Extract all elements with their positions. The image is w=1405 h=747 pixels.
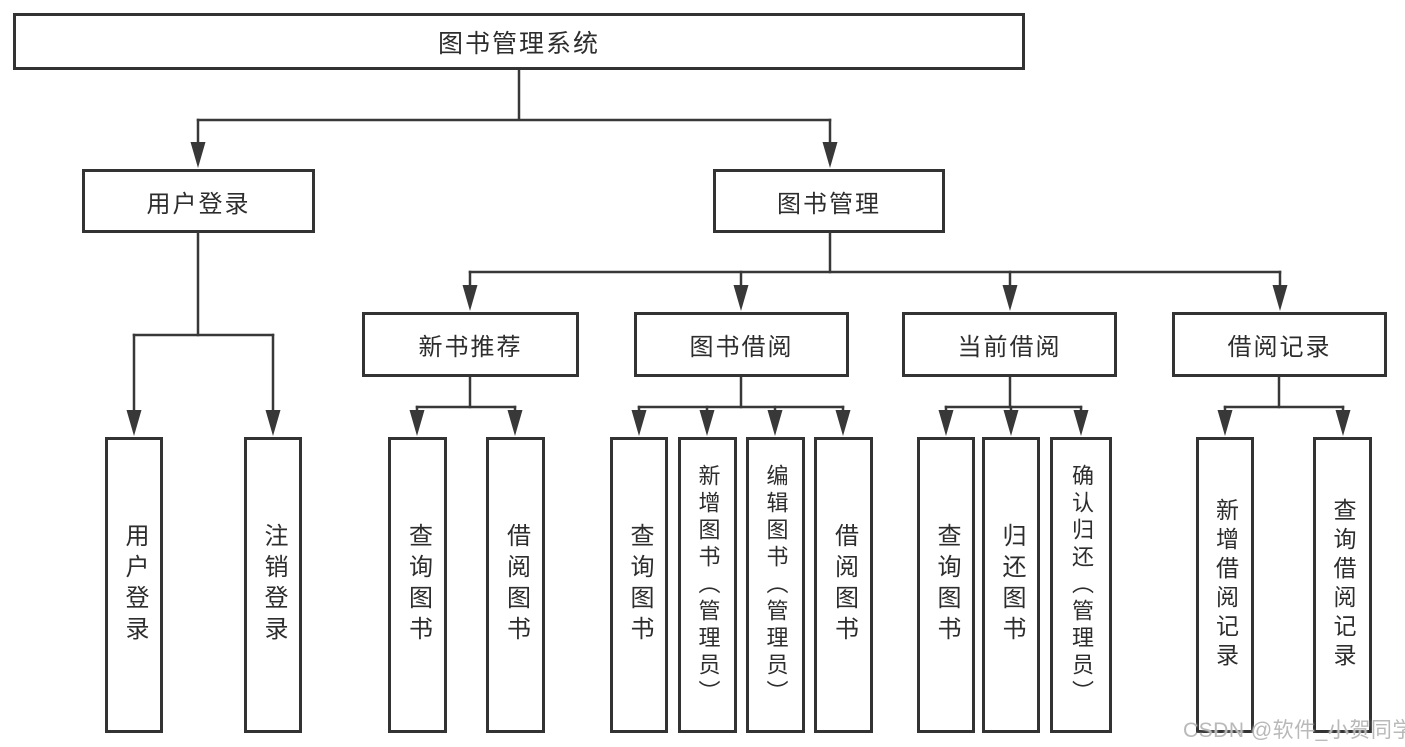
node-current-borrowing: 当前借阅: [902, 312, 1117, 377]
node-label: 查询图书: [933, 523, 960, 647]
node-label: 用户登录: [121, 523, 148, 647]
node-leaf-add-books-admin: 新增图书（管理员）: [678, 437, 737, 733]
node-leaf-return-books: 归还图书: [982, 437, 1040, 733]
node-leaf-confirm-return-admin: 确认归还（管理员）: [1050, 437, 1112, 733]
node-leaf-edit-books-admin: 编辑图书（管理员）: [746, 437, 805, 733]
node-label: 查询图书: [626, 523, 653, 647]
csdn-watermark: CSDN @软件_小贺同学: [1183, 719, 1405, 742]
node-label: 归还图书: [998, 523, 1025, 647]
node-leaf-query-books: 查询图书: [610, 437, 668, 733]
node-leaf-user-login: 用户登录: [105, 437, 163, 733]
node-label: 图书管理系统: [437, 29, 600, 58]
node-root: 图书管理系统: [13, 13, 1025, 70]
node-leaf-logout: 注销登录: [244, 437, 302, 733]
node-label: 注销登录: [260, 523, 287, 647]
node-user-login: 用户登录: [82, 169, 315, 233]
node-label: 查询图书: [404, 523, 432, 647]
node-label: 当前借阅: [957, 334, 1062, 361]
node-leaf-borrow-books: 借阅图书: [486, 437, 545, 733]
node-book-borrowing: 图书借阅: [634, 312, 849, 377]
node-label: 借阅图书: [830, 523, 858, 647]
node-leaf-query-books: 查询图书: [917, 437, 975, 733]
node-label: 借阅记录: [1227, 334, 1332, 361]
node-book-management: 图书管理: [713, 169, 945, 233]
node-leaf-add-borrow-record: 新增借阅记录: [1196, 437, 1254, 733]
node-label: 用户登录: [146, 190, 251, 218]
node-label: 新书推荐: [418, 334, 523, 361]
node-leaf-query-borrow-record: 查询借阅记录: [1313, 437, 1372, 733]
node-label: 新增借阅记录: [1212, 498, 1239, 672]
node-label: 图书管理: [777, 190, 881, 218]
node-new-book-recommend: 新书推荐: [362, 312, 579, 377]
node-label: 图书借阅: [689, 334, 794, 361]
node-leaf-borrow-books: 借阅图书: [814, 437, 873, 733]
node-label: 借阅图书: [502, 523, 530, 647]
node-borrowing-records: 借阅记录: [1172, 312, 1387, 377]
node-leaf-query-books: 查询图书: [388, 437, 447, 733]
node-label: 新增图书（管理员）: [695, 463, 721, 707]
node-label: 确认归还（管理员）: [1069, 463, 1094, 707]
node-label: 编辑图书（管理员）: [763, 463, 789, 707]
node-label: 查询借阅记录: [1330, 498, 1356, 672]
